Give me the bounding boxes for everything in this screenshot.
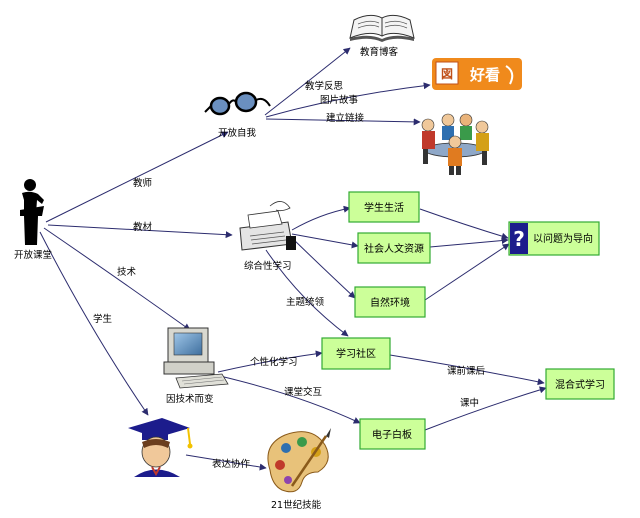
edge-in-class: [424, 386, 547, 431]
label-teaching-reflection: 教学反思: [305, 80, 344, 92]
box-whiteboard: 电子白板: [359, 418, 426, 450]
node-open-self: 开放自我: [218, 127, 257, 139]
people-discussion-icon: [421, 113, 489, 175]
edge-student: [39, 231, 149, 416]
logo-icon: 図 好看: [432, 58, 522, 90]
edge-teaching-reflection: [264, 47, 351, 116]
node-open-classroom: 开放课堂: [14, 249, 52, 261]
edge-nature-to-question: [424, 243, 510, 301]
edge-social-to-question: [429, 237, 509, 248]
edge-teacher: [45, 131, 229, 223]
edge-technology: [43, 227, 191, 331]
edge-picture-story: [265, 82, 431, 118]
label-expression-collab: 表达协作: [212, 458, 251, 470]
box-blended-learning: 混合式学习: [545, 368, 615, 400]
edge-to-social: [291, 233, 359, 249]
box-nature: 自然环境: [354, 286, 426, 318]
edge-build-links: [265, 118, 421, 126]
edge-material: [47, 224, 233, 239]
label-personalized: 个性化学习: [250, 356, 298, 368]
svg-text:図: 図: [441, 67, 453, 81]
graduate-icon: [128, 418, 193, 477]
node-century-skills: 21世纪技能: [271, 499, 322, 511]
label-material: 教材: [133, 221, 153, 233]
box-problem-oriented: ? 以问题为导向: [508, 221, 600, 256]
edge-life-to-question: [419, 208, 509, 240]
box-blended-learning-label: 混合式学习: [555, 378, 605, 391]
label-class-interaction: 课堂交互: [284, 386, 323, 398]
edge-class-interaction: [219, 375, 361, 424]
box-whiteboard-label: 电子白板: [372, 428, 412, 441]
label-teacher: 教师: [133, 177, 152, 189]
node-tech-change: 因技术而变: [166, 393, 214, 405]
label-in-class: 课中: [460, 397, 479, 409]
label-student: 学生: [93, 313, 113, 325]
label-theme-guide: 主题统领: [286, 296, 325, 308]
edge-theme-guide: [265, 249, 349, 337]
svg-text:?: ?: [513, 227, 525, 251]
label-picture-story: 图片故事: [320, 94, 359, 106]
box-learning-community-label: 学习社区: [336, 347, 376, 360]
typewriter-icon: [239, 201, 296, 251]
box-student-life-label: 学生生活: [364, 201, 404, 214]
box-social-resources: 社会人文资源: [357, 232, 431, 264]
label-before-after: 课前课后: [447, 365, 486, 377]
box-student-life: 学生生活: [348, 191, 420, 223]
label-build-links: 建立链接: [326, 112, 365, 124]
question-icon: [510, 223, 528, 254]
edge-personalized: [217, 350, 323, 373]
computer-icon: [163, 327, 229, 389]
book-icon: [349, 14, 415, 42]
edge-to-nature: [291, 237, 356, 299]
edges: [39, 47, 547, 471]
node-integrated-learning: 综合性学习: [244, 260, 292, 272]
glasses-icon: [204, 91, 271, 116]
edge-labels: 教师 教材 技术 学生 教学反思 图片故事 建立链接 主题统领 个性化学习 课堂…: [93, 80, 486, 470]
label-technology: 技术: [117, 266, 137, 278]
node-edu-blog: 教育博客: [360, 46, 399, 58]
edge-before-after: [389, 354, 545, 386]
box-learning-community: 学习社区: [321, 337, 391, 370]
palette-icon: [267, 428, 331, 493]
edge-expression-collab: [185, 454, 267, 471]
logo-text: 好看: [469, 66, 500, 84]
box-problem-oriented-label: 以问题为导向: [533, 232, 593, 245]
box-nature-label: 自然环境: [370, 296, 410, 309]
edge-to-student-life: [291, 205, 351, 231]
box-social-resources-label: 社会人文资源: [364, 242, 424, 255]
silhouette-teacher-icon: [20, 179, 44, 245]
